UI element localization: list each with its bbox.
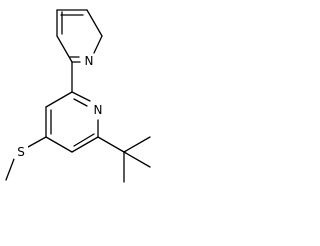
- bottom-pyridine-ring: [45, 91, 99, 153]
- atom-labels: N N S: [14, 54, 105, 159]
- bond-bottom-ring-6: [71, 91, 91, 102]
- bond-tbutyl-methyl-1: [123, 136, 151, 153]
- bond-bottom-ring-4-inner: [73, 133, 95, 147]
- bond-top-ring-5: [56, 35, 73, 63]
- bond-bottom-ring-1: [45, 91, 73, 108]
- bond-top-ring-2: [86, 9, 103, 37]
- bond-bottom-ring-3: [45, 136, 73, 153]
- bond-ring-sulfur: [27, 136, 47, 148]
- atom-label-bottom-nitrogen: N: [94, 103, 103, 117]
- bond-ring-quaternary-carbon: [97, 136, 125, 153]
- structure-canvas: N N S: [5, 9, 151, 183]
- bond-sulfur-methyl: [5, 158, 15, 181]
- molecule-structure: N N S: [5, 9, 151, 183]
- top-pyridine-ring: [56, 9, 103, 63]
- bond-top-ring-3: [93, 35, 103, 54]
- tert-butyl-group: [97, 136, 151, 183]
- bond-bottom-ring-6-inner: [73, 98, 88, 107]
- bond-tbutyl-methyl-2: [123, 151, 151, 168]
- atom-label-sulfur: S: [17, 145, 25, 159]
- atom-label-top-nitrogen: N: [85, 54, 94, 68]
- methylthio-group: [5, 136, 47, 181]
- bond-bottom-ring-4: [71, 136, 99, 153]
